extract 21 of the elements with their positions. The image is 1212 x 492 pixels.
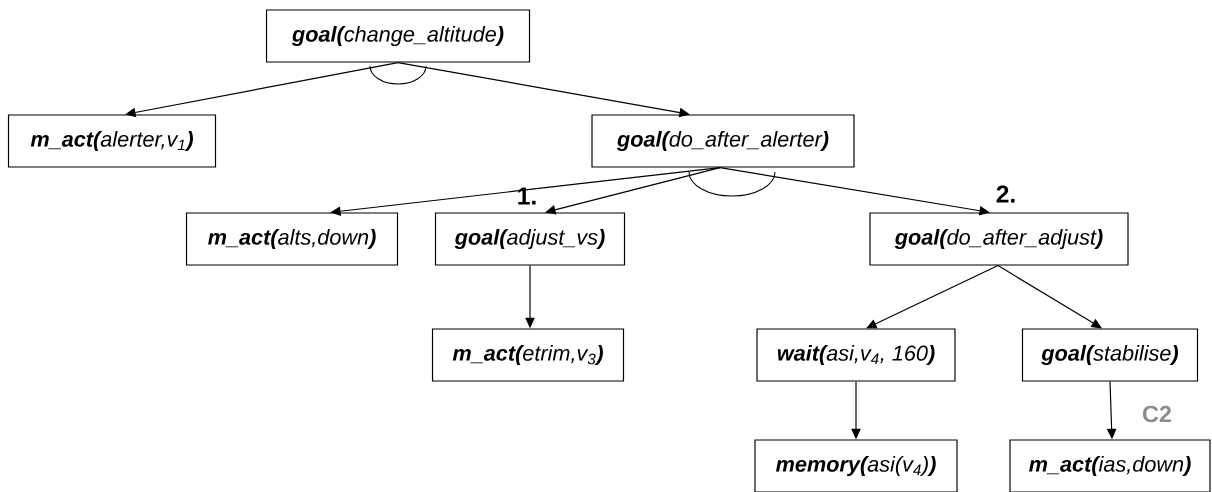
goal-box: wait(asi,v$_{4}$, 160)	[756, 328, 956, 382]
goal-box: m_act(alts,down)	[185, 212, 399, 266]
arrow	[866, 265, 999, 329]
arrow	[330, 167, 721, 217]
corner-label: C2	[1143, 405, 1172, 423]
goal-box: m_act(etrim,v$_{3}$)	[431, 328, 625, 382]
arrow	[545, 167, 721, 215]
arrow	[397, 62, 690, 118]
arrow	[997, 265, 1102, 329]
goal-box: goal(do_after_adjust)	[869, 212, 1129, 266]
edge-label: 1.	[518, 187, 536, 205]
goal-box: goal(change_altitude)	[265, 9, 531, 63]
goal-box: goal(do_after_alerter)	[591, 114, 855, 168]
arrow	[719, 167, 990, 216]
goal-box: goal(stabilise)	[1021, 328, 1199, 382]
goal-box: m_act(ias,down)	[1009, 439, 1211, 492]
goal-box: goal(adjust_vs)	[434, 212, 626, 266]
edge-label: 2.	[996, 185, 1015, 203]
arrow	[125, 62, 399, 118]
goal-box: memory(asi(v$_{4}$))	[754, 439, 958, 492]
goal-box: m_act(alerter,v$_{1}$)	[7, 114, 217, 168]
